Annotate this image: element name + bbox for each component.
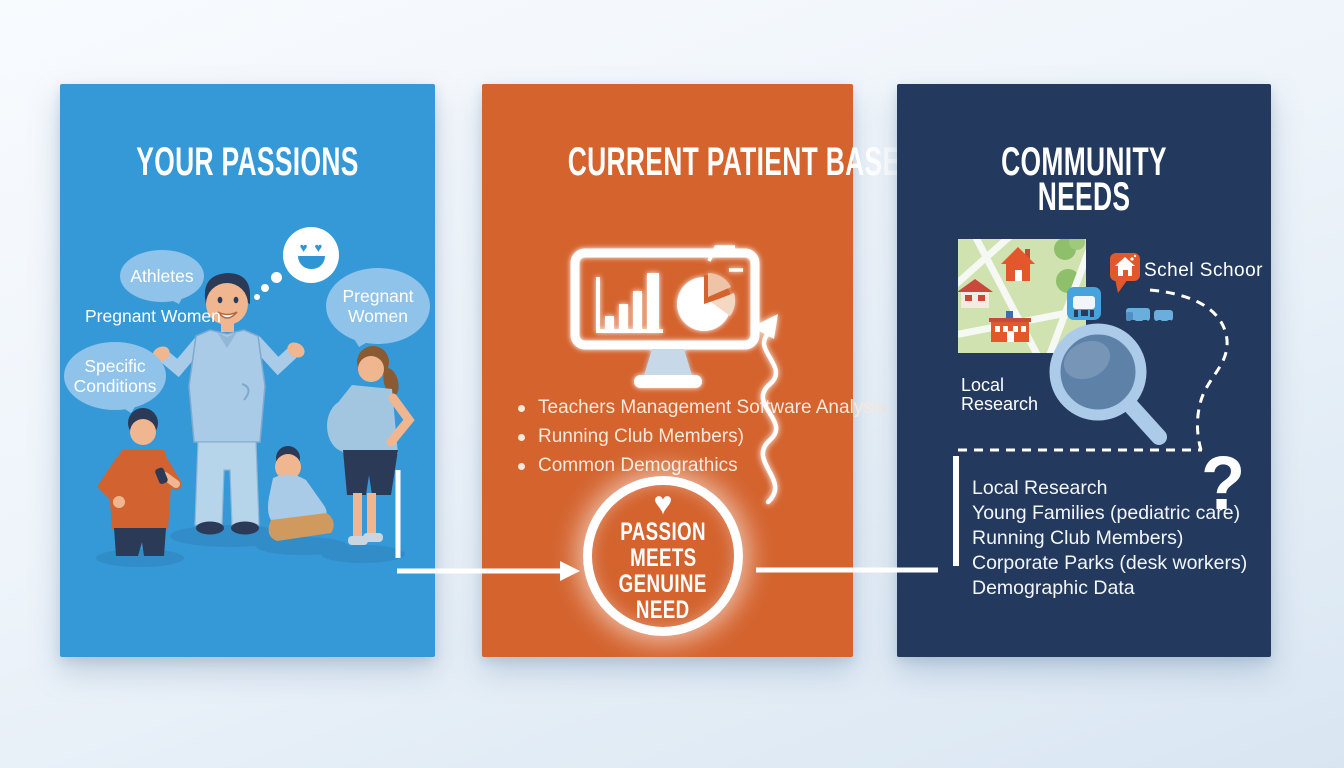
kneeling-patient-figure [268, 446, 334, 541]
middle-panel-title: CURRENT PATIENT BASE [482, 142, 900, 182]
list-item: Local Research [972, 477, 1108, 499]
speech-bubble-athletes-label: Athletes [130, 265, 194, 286]
community-needs-list: Local Research Young Families (pediatric… [972, 476, 1247, 601]
question-mark: ? [1201, 441, 1246, 526]
speech-bubble-specific-conditions-label: Specific Conditions [73, 355, 157, 396]
badge-line: NEED [636, 596, 690, 625]
school-pin-icon [1110, 253, 1140, 293]
trucks-icon [1126, 308, 1173, 324]
heart-icon: ♥ [314, 240, 323, 255]
athlete-figure [96, 408, 182, 556]
local-research-caption: Local Research [961, 376, 1038, 414]
speech-bubble-specific-conditions: Specific Conditions [64, 342, 166, 410]
heart-eyes-icon: ♥ ♥ [300, 241, 322, 254]
right-panel-title-line2: NEEDS [1037, 175, 1131, 219]
map-school-icon [989, 311, 1031, 342]
panel-community-needs: COMMUNITY NEEDS [897, 84, 1271, 657]
heart-icon: ♥ [299, 240, 308, 255]
thought-dot-icon [261, 284, 269, 292]
right-panel-title-line1: COMMUNITY [1001, 140, 1167, 184]
patient-base-list: Teachers Management Software Analysis Ru… [518, 396, 887, 483]
map-house-icon [1001, 247, 1035, 281]
badge-line: PASSION [620, 518, 706, 547]
desk-icon [1067, 287, 1101, 320]
map-cottage-icon [957, 279, 993, 308]
left-panel-title: YOUR PASSIONS [60, 140, 435, 184]
list-item: Running Club Members) [518, 425, 887, 449]
smile-mouth-icon [297, 256, 325, 269]
list-item: Young Families (pediatric care) [972, 502, 1241, 524]
middle-panel-title-text: CURRENT PATIENT BASE [567, 140, 901, 184]
monitor-icon [570, 248, 760, 388]
speech-bubble-athletes: Athletes [120, 250, 204, 302]
speech-bubble-pregnant-women-label: Pregnant Women [342, 285, 414, 326]
thought-dot-icon [271, 272, 282, 283]
badge-line: GENUINE [618, 570, 708, 599]
panel-your-passions: YOUR PASSIONS [60, 84, 435, 657]
bar-chart-icon [596, 273, 663, 333]
pie-chart-icon [677, 245, 743, 331]
list-item: Demographic Data [972, 577, 1135, 599]
pregnant-woman-figure [327, 346, 415, 545]
people-illustration [96, 273, 415, 567]
local-research-caption-line2: Research [961, 394, 1039, 414]
panel-current-patient-base: CURRENT PATIENT BASE [482, 84, 900, 657]
list-item: Teachers Management Software Analysis [518, 396, 887, 420]
therapist-figure [152, 273, 305, 535]
list-item: Common Demograthics [518, 454, 887, 478]
magnifier-icon [1049, 323, 1167, 445]
passion-meets-need-badge: ♥ PASSION MEETS GENUINE NEED [583, 476, 743, 636]
left-panel-title-text: YOUR PASSIONS [136, 140, 359, 184]
thought-bubble-smiley-icon: ♥ ♥ [283, 227, 339, 283]
speech-bubble-pregnant-women: Pregnant Women [326, 268, 430, 344]
local-research-caption-line1: Local [961, 375, 1005, 395]
analytics-monitor-illustration [570, 245, 760, 388]
badge-line: MEETS [629, 544, 697, 573]
heart-icon: ♥ [653, 484, 673, 521]
list-item: Running Club Members) [972, 527, 1184, 549]
map-pin-label: Schel Schoor [1144, 260, 1264, 281]
thought-dot-icon [254, 294, 260, 300]
list-item: Corporate Parks (desk workers) [972, 552, 1248, 574]
right-panel-title: COMMUNITY NEEDS [897, 140, 1271, 219]
label-pregnant-women: Pregnant Women [85, 306, 221, 326]
